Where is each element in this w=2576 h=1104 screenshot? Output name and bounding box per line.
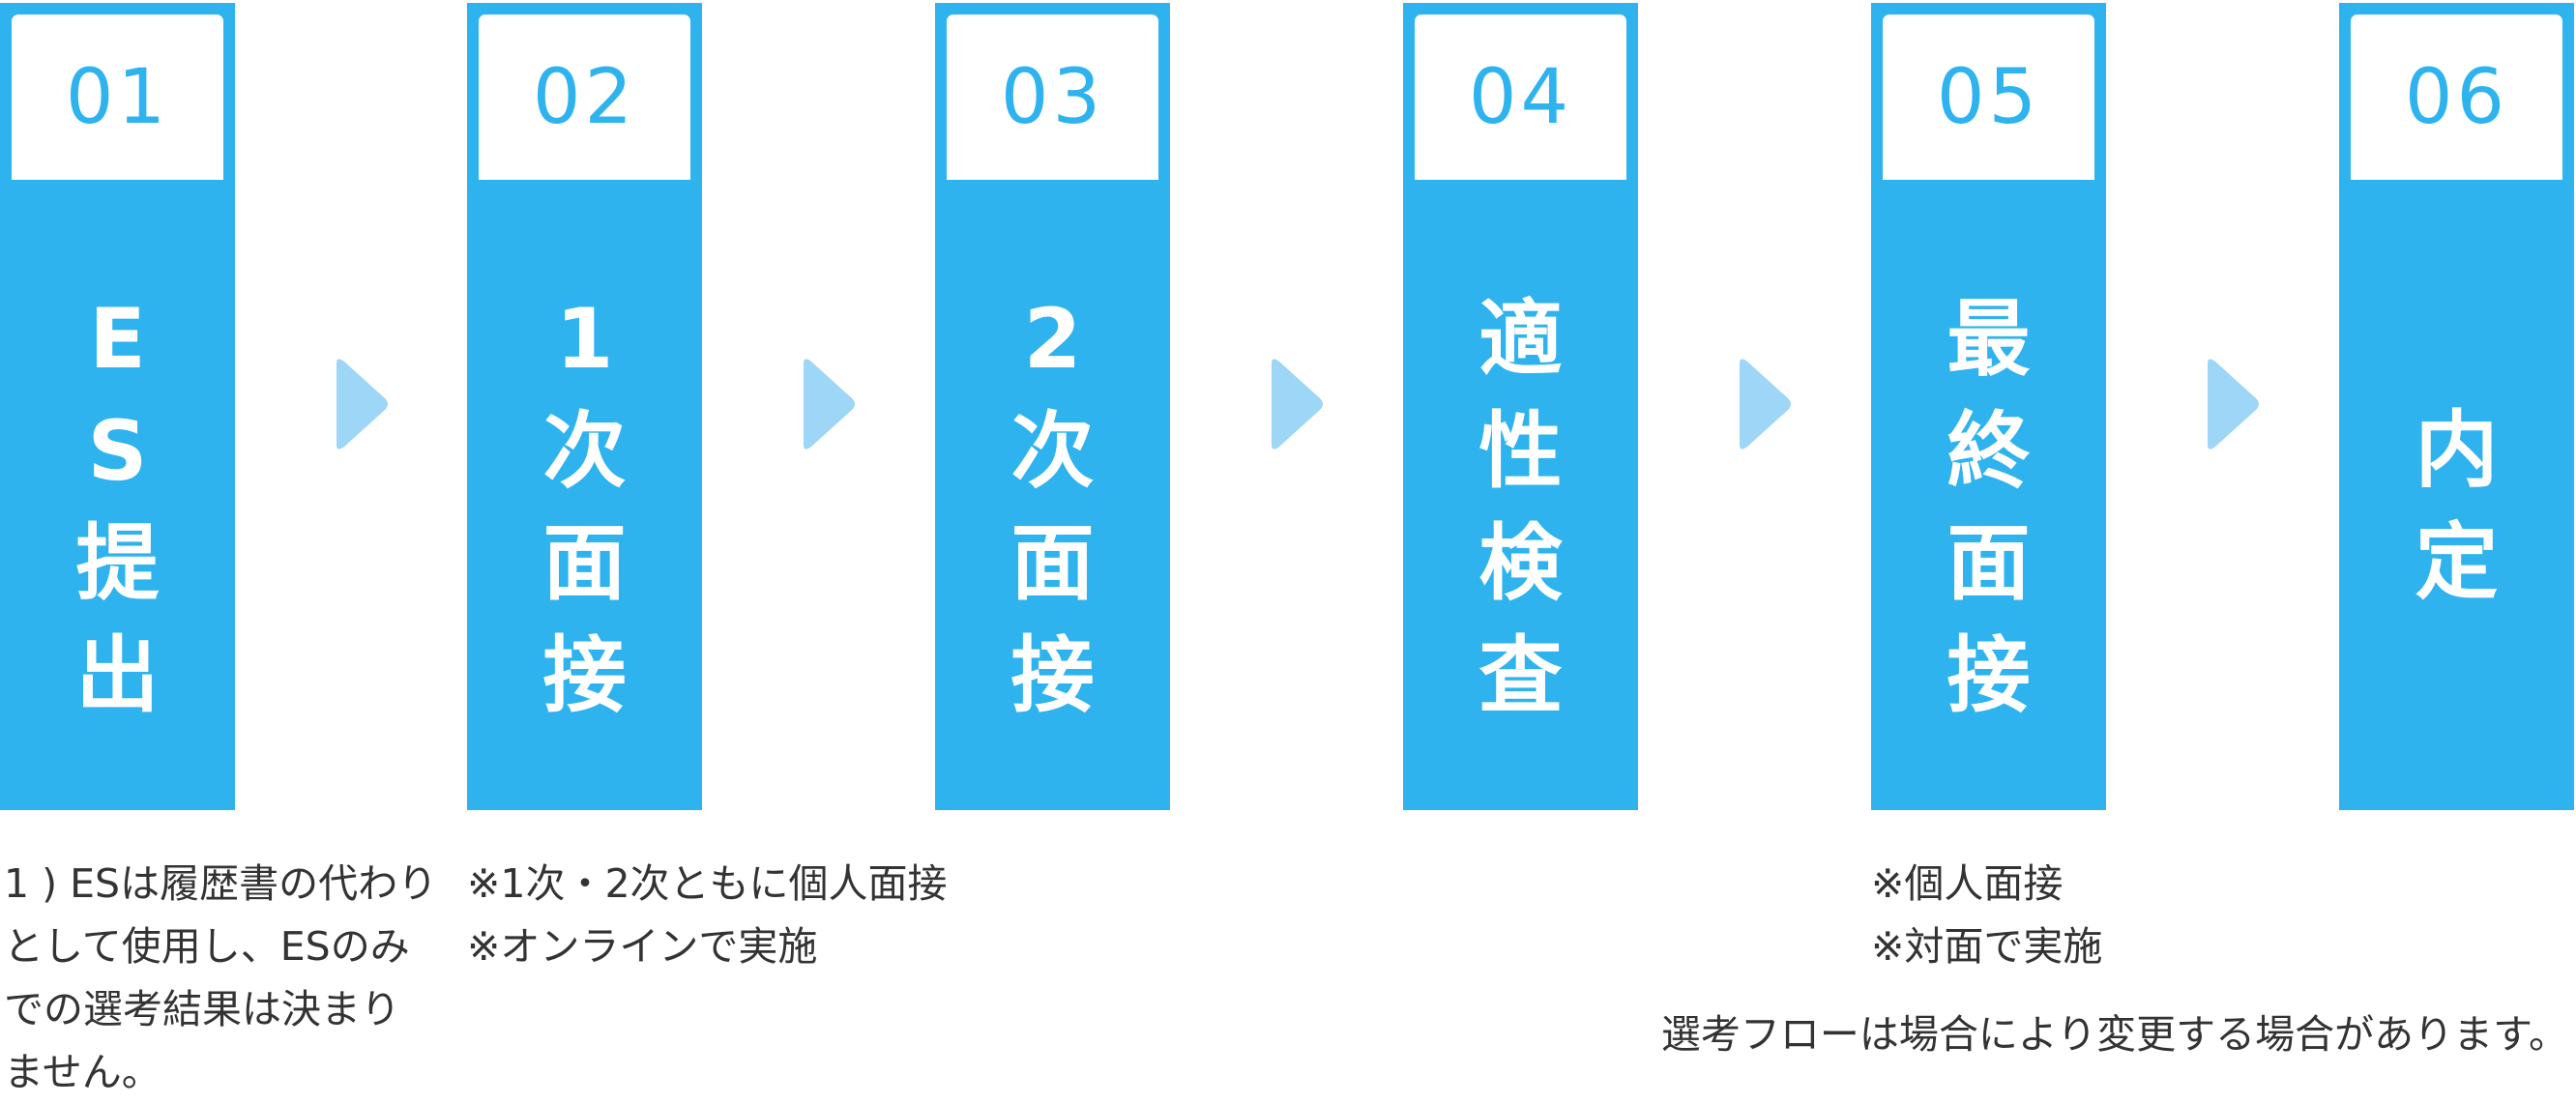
step-title-char: 面 [1947, 515, 2031, 612]
chevron-right-icon [2208, 359, 2259, 450]
step-title: 最 終 面 接 [1871, 283, 2106, 732]
chevron-right-icon [1740, 359, 1791, 450]
step-title-char: 面 [542, 515, 627, 612]
step-title-char: 出 [75, 627, 160, 724]
note-line: ません。 [4, 1049, 161, 1095]
chevron-right-icon [1272, 359, 1323, 450]
note-line: として使用し、ESのみ [4, 923, 410, 970]
step-01-note: 1 ) ESは履歴書の代わり として使用し、ESのみ での選考結果は決まり ませ… [4, 853, 437, 1104]
step-title-char: 提 [75, 515, 160, 612]
step-title-char: 適 [1478, 291, 1563, 388]
step-05: 05 最 終 面 接 [1871, 3, 2106, 810]
note-line: ※対面で実施 [1871, 923, 2103, 970]
step-title-char: 内 [2415, 402, 2499, 499]
step-title: E S 提 出 [0, 283, 235, 732]
chevron-right-icon [804, 359, 855, 450]
step-title-char: 2 [1023, 291, 1082, 388]
step-title-char: 性 [1478, 403, 1563, 500]
step-title-char: 接 [1010, 627, 1095, 724]
step-number: 05 [1883, 15, 2094, 180]
step-title: 適 性 検 査 [1403, 283, 1638, 732]
chevron-right-icon [337, 359, 388, 450]
note-line: ※1次・2次ともに個人面接 [467, 860, 948, 907]
step-title-char: 検 [1478, 515, 1563, 612]
flow-change-notice: 選考フローは場合により変更する場合があります。 [1660, 1011, 2568, 1058]
step-number: 06 [2351, 15, 2562, 180]
step-title-char: 次 [1010, 403, 1095, 500]
step-number: 02 [479, 15, 690, 180]
step-02: 02 1 次 面 接 [467, 3, 702, 810]
step-title-char: S [87, 403, 148, 500]
step-number: 01 [12, 15, 223, 180]
step-03: 03 2 次 面 接 [935, 3, 1170, 810]
step-title-char: 最 [1947, 291, 2031, 388]
note-line: 1 ) ESは履歴書の代わり [4, 860, 438, 907]
step-title-char: 面 [1010, 515, 1095, 612]
step-01: 01 E S 提 出 [0, 3, 235, 810]
step-title-char: 接 [1947, 627, 2031, 724]
step-05-note: ※個人面接 ※対面で実施 [1871, 853, 2102, 978]
step-title-char: 終 [1947, 403, 2031, 500]
step-title-char: 査 [1478, 627, 1563, 724]
note-line: ※オンラインで実施 [467, 923, 818, 970]
step-title-char: 接 [542, 627, 627, 724]
step-number: 04 [1415, 15, 1626, 180]
step-04: 04 適 性 検 査 [1403, 3, 1638, 810]
step-title: 内 定 [2339, 394, 2574, 619]
step-title-char: 1 [555, 291, 614, 388]
step-number: 03 [947, 15, 1158, 180]
step-title-char: E [89, 291, 146, 388]
step-title: 2 次 面 接 [935, 283, 1170, 732]
step-06: 06 内 定 [2339, 3, 2574, 810]
note-line: での選考結果は決まり [4, 986, 400, 1032]
step-title-char: 次 [542, 403, 627, 500]
step-title-char: 定 [2415, 514, 2499, 611]
step-title: 1 次 面 接 [467, 283, 702, 732]
step-02-note: ※1次・2次ともに個人面接 ※オンラインで実施 [467, 853, 948, 978]
note-line: ※個人面接 [1871, 860, 2064, 907]
